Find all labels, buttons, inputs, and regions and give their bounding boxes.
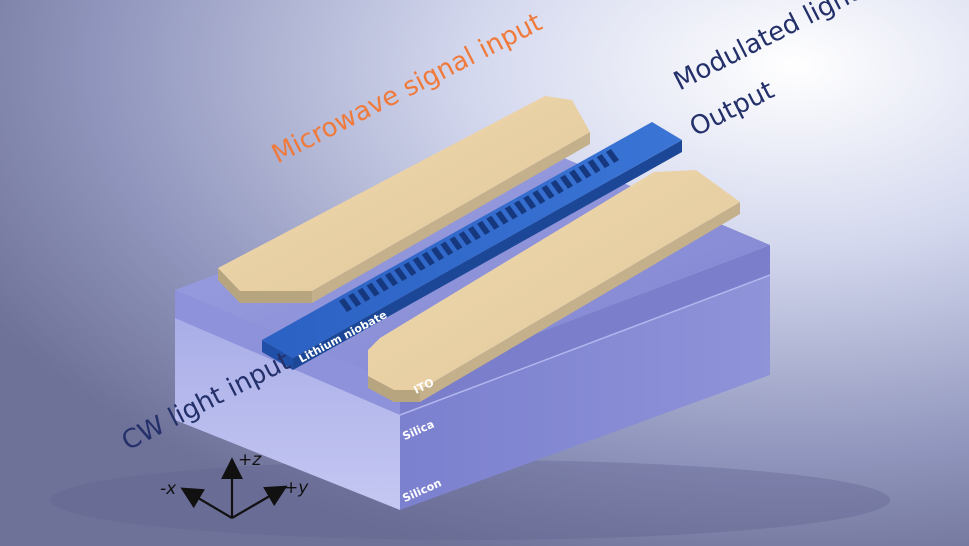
grating-slot — [431, 246, 445, 261]
grating-slot — [486, 215, 500, 230]
lower-electrode-side — [420, 202, 740, 402]
upper-electrode — [218, 96, 590, 291]
waveguide-side-face — [293, 140, 682, 370]
waveguide-front-face — [262, 340, 293, 370]
grating-slot — [403, 262, 417, 277]
lower-electrode — [368, 170, 740, 390]
grating-slot — [440, 241, 454, 256]
grating-slot — [366, 282, 380, 297]
x-axis-arrow — [180, 487, 233, 519]
grating-slot — [357, 287, 371, 302]
grating-slot — [339, 298, 352, 312]
grating-slot — [412, 256, 426, 271]
grating-slot — [550, 179, 564, 194]
silica-edge — [399, 274, 771, 416]
waveguide-grating-slots — [339, 149, 619, 312]
grating-slot — [513, 200, 527, 215]
y-axis-arrow — [231, 485, 288, 519]
silica-side-face — [400, 245, 770, 415]
upper-electrode-side — [312, 132, 590, 303]
grating-slot — [458, 231, 472, 246]
grating-slot — [495, 210, 509, 225]
upper-electrode-edge — [218, 268, 312, 303]
grating-slot — [523, 195, 537, 210]
grating-slot — [569, 169, 583, 184]
grating-slot — [504, 205, 518, 220]
silicon-side-face — [400, 255, 770, 510]
grating-slot — [596, 154, 610, 169]
grating-slot — [385, 272, 399, 287]
grating-slot — [606, 149, 619, 163]
z-axis-label: +z — [238, 450, 262, 470]
grating-slot — [467, 226, 481, 241]
grating-slot — [375, 277, 389, 292]
grating-slot — [348, 292, 362, 307]
lower-electrode-edge — [368, 376, 420, 402]
grating-slot — [578, 164, 592, 179]
floor-shadow — [50, 460, 890, 540]
grating-slot — [394, 267, 408, 282]
grating-slot — [559, 174, 573, 189]
grating-slot — [449, 236, 463, 251]
silicon-front-face — [175, 300, 400, 510]
grating-slot — [532, 190, 546, 205]
grating-slot — [541, 184, 555, 199]
axis-indicator — [180, 457, 288, 519]
grating-slot — [421, 251, 435, 266]
x-axis-label: -x — [160, 479, 177, 499]
grating-slot — [587, 159, 601, 174]
grating-slot — [477, 220, 491, 235]
y-axis-label: +y — [284, 478, 309, 498]
